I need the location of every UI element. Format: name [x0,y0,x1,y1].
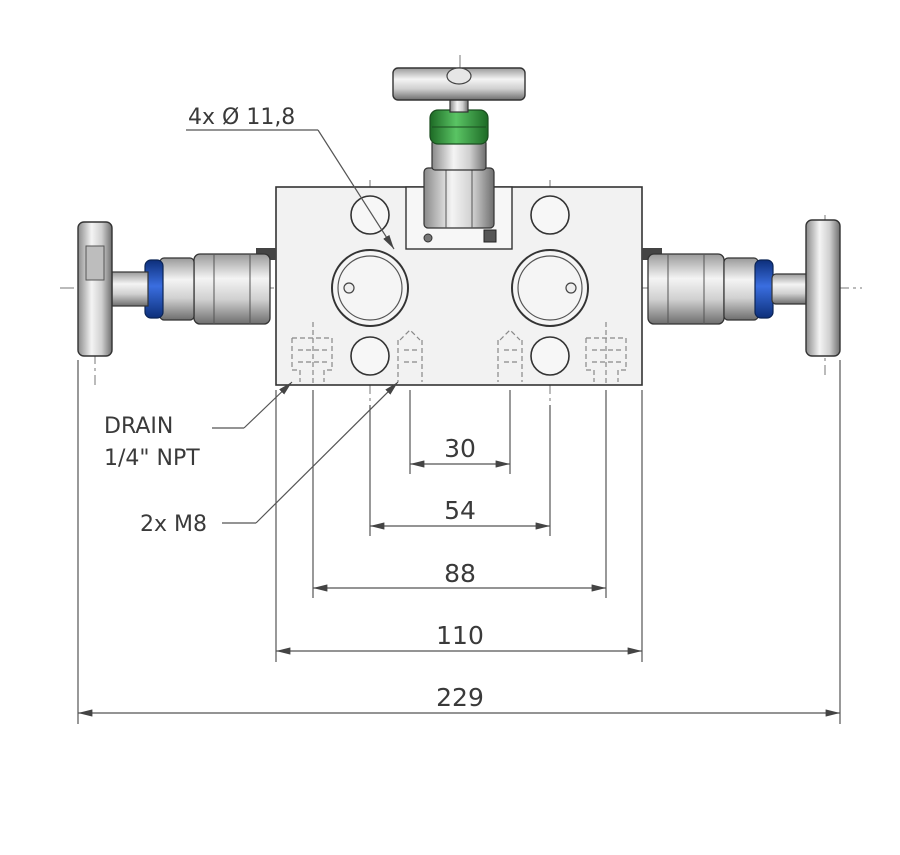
hidden-features [291,322,627,385]
mounting-hole-top-left [350,195,390,235]
mounting-holes [350,195,570,376]
dimension-88: 88 [444,559,476,588]
process-ports [331,249,589,327]
dimension-lines [78,460,840,717]
drain-label-line1: DRAIN [104,414,173,439]
process-port-left [331,249,409,327]
mounting-hole-top-right [530,195,570,235]
dimension-229: 229 [436,683,484,712]
mounting-hole-bottom-left [350,336,390,376]
threads-label: 2x M8 [140,512,207,537]
extension-lines [77,360,841,724]
right-valve-handle [805,219,841,357]
top-valve [392,67,526,243]
right-valve [642,219,841,357]
left-valve-handle [77,221,113,357]
process-port-right [511,249,589,327]
drain-label-line2: 1/4" NPT [104,446,200,471]
left-valve [77,221,276,357]
leader-lines [186,129,399,524]
holes-label: 4x Ø 11,8 [188,105,295,130]
dimension-110: 110 [436,621,484,650]
mounting-hole-bottom-right [530,336,570,376]
dimension-54: 54 [444,496,476,525]
dimension-30: 30 [444,434,476,463]
